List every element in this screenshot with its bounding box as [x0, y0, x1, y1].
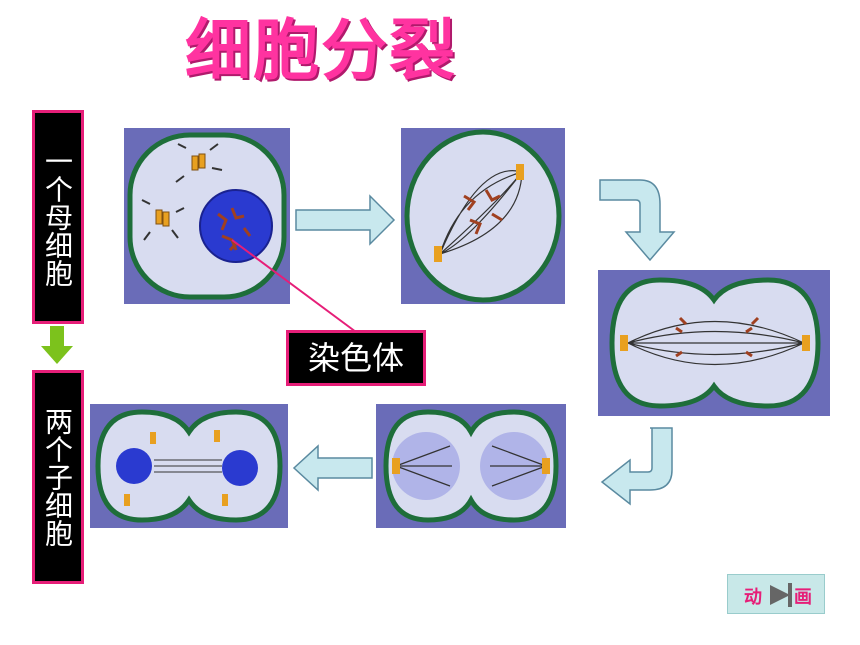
stage-panel-2 [401, 128, 565, 304]
curved-arrow-down-1-icon [599, 179, 676, 262]
animation-button-label-2: 画 [794, 587, 812, 608]
arrow-left-icon [292, 444, 373, 492]
stage-panel-5 [90, 404, 288, 528]
stage-panel-4 [376, 404, 566, 528]
animation-button-label-1: 动 [744, 587, 762, 608]
daughter-cells-text: 两个子细胞 [41, 407, 74, 547]
callout-pointer [231, 239, 357, 333]
play-icon [770, 583, 792, 607]
stage-panel-3 [598, 270, 830, 416]
down-arrow-icon [41, 326, 73, 364]
arrow-right-1-icon [295, 194, 396, 246]
page-title: 细胞分裂 [185, 12, 457, 89]
curved-arrow-left-icon [600, 427, 673, 506]
chromosome-callout: 染色体 [286, 330, 426, 386]
mother-cell-label: 一个母细胞 [32, 110, 84, 324]
daughter-cells-label: 两个子细胞 [32, 370, 84, 584]
mother-cell-text: 一个母细胞 [41, 147, 74, 287]
animation-button[interactable]: 动 画 [727, 574, 825, 614]
stage-panel-1 [124, 128, 290, 304]
